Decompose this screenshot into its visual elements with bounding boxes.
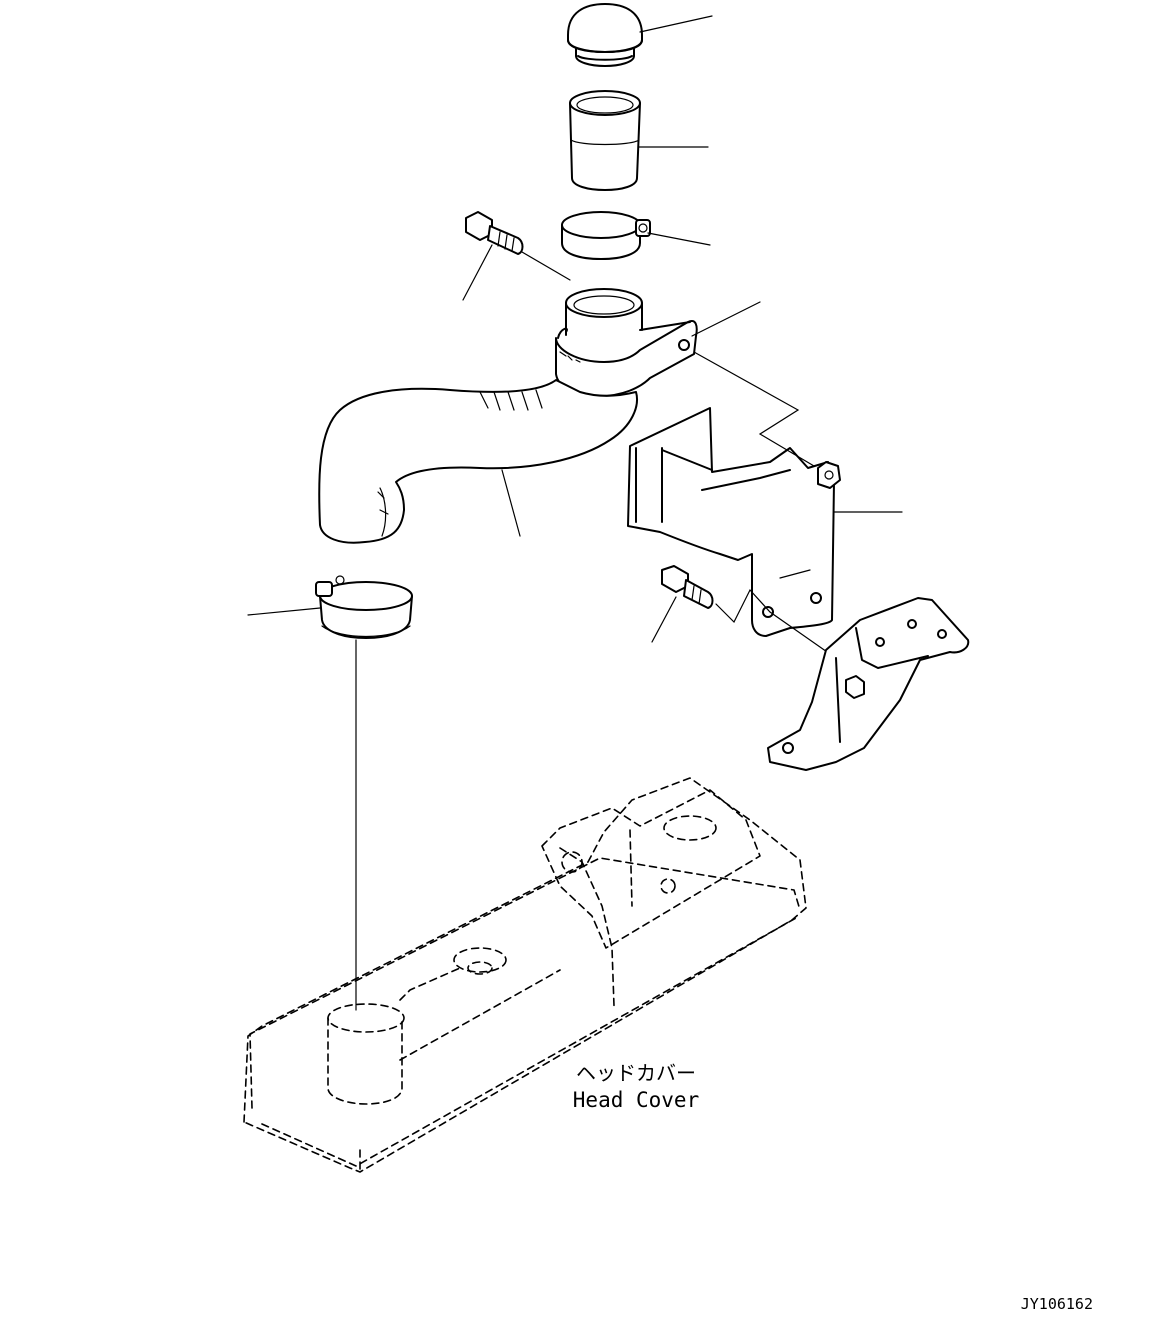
hose-part bbox=[318, 288, 761, 544]
leader-line bbox=[715, 588, 831, 655]
leader-line bbox=[501, 469, 521, 537]
leader-line bbox=[521, 251, 571, 281]
leader-line bbox=[693, 351, 815, 467]
bracket-plate-part bbox=[627, 351, 903, 637]
head-cover-jp-label: ヘッドカバー bbox=[576, 1061, 696, 1085]
drawing-id-label: JY106162 bbox=[1021, 1295, 1093, 1313]
head-cover-en-label: Head Cover bbox=[573, 1088, 699, 1112]
lower-clamp-part bbox=[247, 575, 413, 1011]
leader-line bbox=[639, 15, 713, 33]
leader-line bbox=[691, 301, 761, 337]
leader-line bbox=[651, 596, 677, 643]
mount-bracket-part bbox=[767, 597, 970, 771]
head-cover-part bbox=[243, 777, 807, 1173]
upper-bolt-part bbox=[462, 211, 571, 301]
lower-bolt-part bbox=[651, 565, 831, 655]
leader-line bbox=[647, 232, 711, 246]
upper-clamp-part bbox=[561, 211, 711, 260]
leader-line bbox=[247, 607, 321, 616]
sleeve-part bbox=[569, 90, 709, 191]
leader-line bbox=[462, 244, 493, 301]
cap-part bbox=[567, 3, 713, 67]
